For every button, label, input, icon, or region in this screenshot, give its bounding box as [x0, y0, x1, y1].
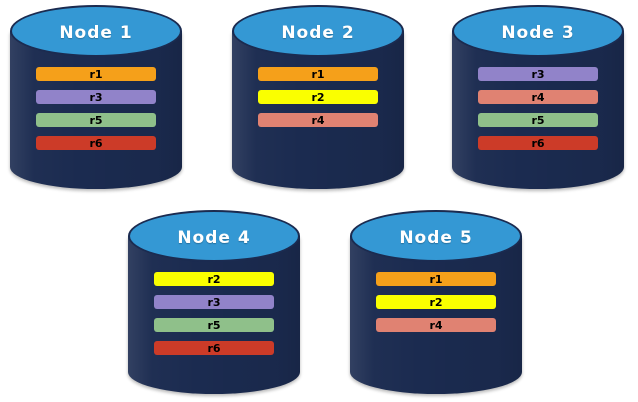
shard-stack: r1 r2 r4 — [350, 272, 522, 332]
shard-bar-r5[interactable]: r5 — [478, 113, 598, 127]
shard-stack: r1 r3 r5 r6 — [10, 67, 182, 150]
shard-bar-r4[interactable]: r4 — [478, 90, 598, 104]
shard-bar-r3[interactable]: r3 — [478, 67, 598, 81]
shard-bar-r3[interactable]: r3 — [36, 90, 156, 104]
shard-label: r3 — [89, 90, 103, 104]
node-cylinder-2[interactable]: Node 2 r1 r2 r4 — [232, 5, 404, 189]
cylinder-top-ellipse: Node 2 — [232, 5, 404, 57]
node-cylinder-4[interactable]: Node 4 r2 r3 r5 r6 — [128, 210, 300, 394]
shard-label: r2 — [429, 295, 443, 309]
shard-label: r4 — [311, 113, 325, 127]
shard-bar-r2[interactable]: r2 — [376, 295, 496, 309]
shard-label: r6 — [207, 341, 221, 355]
node-label: Node 3 — [501, 22, 575, 43]
shard-stack: r2 r3 r5 r6 — [128, 272, 300, 355]
shard-bar-r1[interactable]: r1 — [36, 67, 156, 81]
shard-bar-r3[interactable]: r3 — [154, 295, 274, 309]
node-label: Node 2 — [281, 22, 355, 43]
shard-label: r2 — [207, 272, 221, 286]
shard-label: r5 — [207, 318, 221, 332]
shard-label: r1 — [429, 272, 443, 286]
shard-label: r3 — [207, 295, 221, 309]
shard-label: r4 — [429, 318, 443, 332]
shard-stack: r1 r2 r4 — [232, 67, 404, 127]
shard-bar-r5[interactable]: r5 — [36, 113, 156, 127]
shard-bar-r1[interactable]: r1 — [258, 67, 378, 81]
shard-label: r5 — [89, 113, 103, 127]
shard-label: r6 — [531, 136, 545, 150]
node-label: Node 4 — [177, 227, 251, 248]
cylinder-top-ellipse: Node 3 — [452, 5, 624, 57]
node-cylinder-3[interactable]: Node 3 r3 r4 r5 r6 — [452, 5, 624, 189]
shard-bar-r6[interactable]: r6 — [478, 136, 598, 150]
shard-bar-r1[interactable]: r1 — [376, 272, 496, 286]
shard-bar-r5[interactable]: r5 — [154, 318, 274, 332]
node-label: Node 1 — [59, 22, 133, 43]
shard-label: r2 — [311, 90, 325, 104]
shard-label: r5 — [531, 113, 545, 127]
shard-bar-r6[interactable]: r6 — [36, 136, 156, 150]
shard-stack: r3 r4 r5 r6 — [452, 67, 624, 150]
shard-bar-r4[interactable]: r4 — [258, 113, 378, 127]
node-cylinder-1[interactable]: Node 1 r1 r3 r5 r6 — [10, 5, 182, 189]
shard-label: r6 — [89, 136, 103, 150]
cylinder-top-ellipse: Node 1 — [10, 5, 182, 57]
shard-label: r1 — [89, 67, 103, 81]
shard-label: r1 — [311, 67, 325, 81]
shard-label: r4 — [531, 90, 545, 104]
shard-label: r3 — [531, 67, 545, 81]
shard-bar-r4[interactable]: r4 — [376, 318, 496, 332]
cylinder-top-ellipse: Node 4 — [128, 210, 300, 262]
shard-bar-r2[interactable]: r2 — [154, 272, 274, 286]
shard-bar-r6[interactable]: r6 — [154, 341, 274, 355]
node-cylinder-5[interactable]: Node 5 r1 r2 r4 — [350, 210, 522, 394]
shard-bar-r2[interactable]: r2 — [258, 90, 378, 104]
cylinder-top-ellipse: Node 5 — [350, 210, 522, 262]
node-label: Node 5 — [399, 227, 473, 248]
